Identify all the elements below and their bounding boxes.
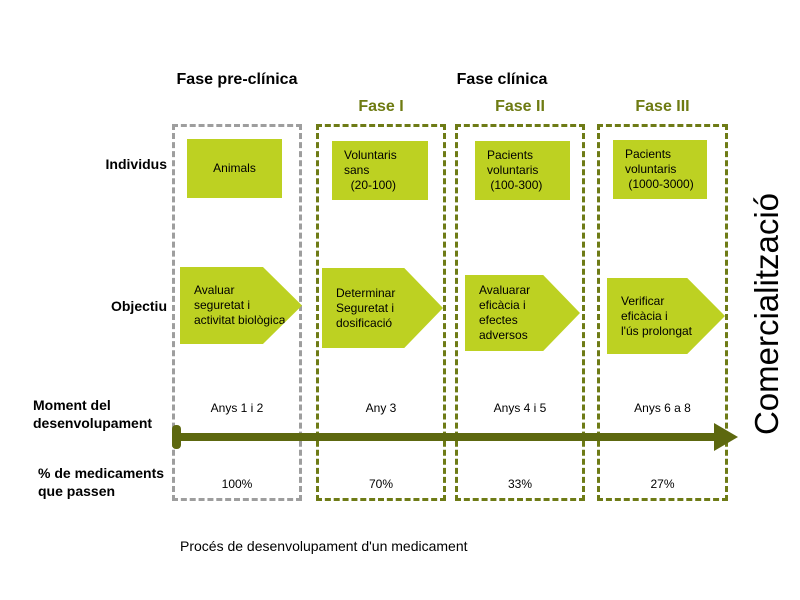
time-label-preclinical: Anys 1 i 2 [210, 401, 264, 415]
phase1-column-box [316, 124, 446, 501]
phase3-column-box [597, 124, 728, 501]
timeline-arrow-head-icon [714, 423, 738, 451]
time-label-phase1: Any 3 [365, 401, 397, 415]
phase2-column-box [455, 124, 585, 501]
individuals-box-phase1: Voluntaris sans (20-100) [332, 141, 428, 200]
preclinical-phase-header: Fase pre-clínica [176, 71, 298, 88]
pass-rate-preclinical: 100% [221, 477, 253, 491]
commercialization-vertical-label: Comercialització [748, 192, 785, 436]
row-label-pass-percent: % de medicaments que passen [38, 465, 165, 499]
timeline-arrow-shaft [176, 433, 716, 441]
time-label-phase2: Anys 4 i 5 [493, 401, 547, 415]
individuals-box-phase3: Pacients voluntaris (1000-3000) [613, 140, 707, 199]
pass-rate-phase1: 70% [368, 477, 394, 491]
pass-rate-phase2: 33% [507, 477, 533, 491]
phase1-label: Fase I [358, 98, 404, 115]
individuals-box-preclinical: Animals [187, 139, 282, 198]
phase3-label: Fase III [635, 98, 690, 115]
objective-arrow-preclinical: Avaluar seguretat i activitat biològica [180, 267, 302, 344]
row-label-moment: Moment del desenvolupament [33, 397, 153, 431]
preclinical-column-box [172, 124, 302, 501]
time-label-phase3: Anys 6 a 8 [634, 401, 691, 415]
phase2-label: Fase II [495, 98, 545, 115]
row-label-objective: Objectiu [110, 298, 167, 314]
row-label-individuals: Individus [105, 156, 167, 172]
pass-rate-phase3: 27% [650, 477, 675, 491]
clinical-phase-header: Fase clínica [456, 71, 548, 88]
individuals-box-phase2: Pacients voluntaris (100-300) [475, 141, 570, 200]
diagram-caption: Procés de desenvolupament d'un medicamen… [180, 538, 468, 554]
